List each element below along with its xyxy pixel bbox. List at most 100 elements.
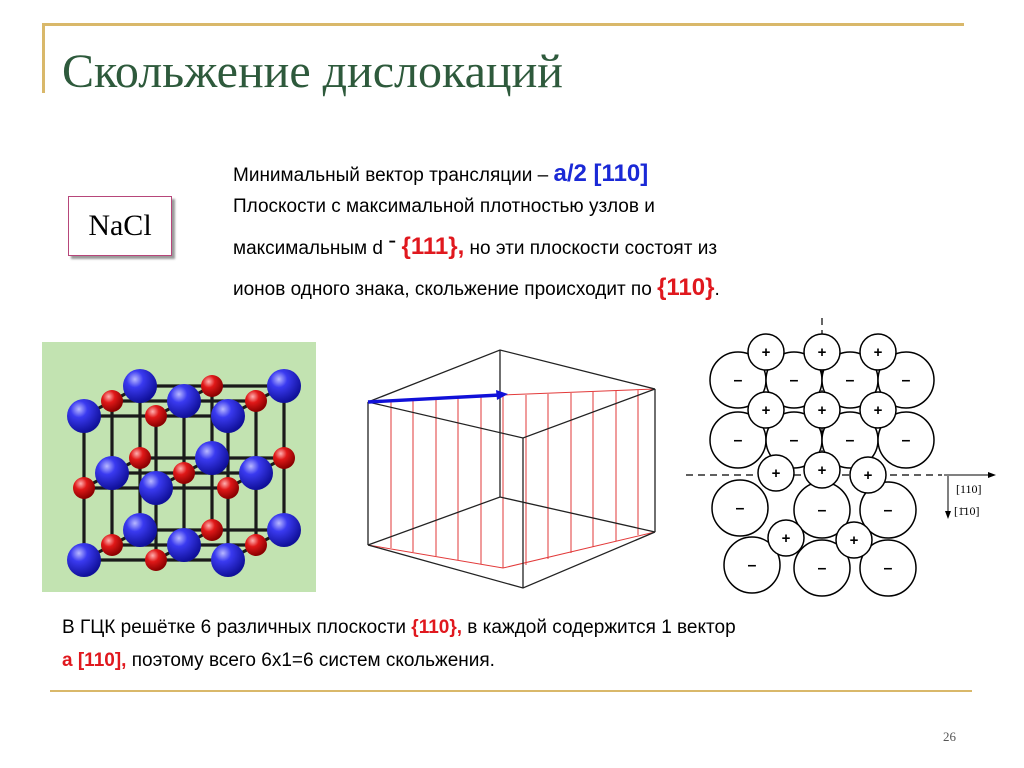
prism-red-bottom (367, 531, 656, 569)
cation-sphere (101, 390, 123, 412)
minus-sign: – (818, 502, 827, 519)
plus-sign: + (864, 467, 873, 484)
text-line-4-suffix: . (714, 279, 720, 300)
anion-sphere (239, 456, 273, 490)
anion-sphere (139, 471, 173, 505)
minus-sign: – (790, 372, 799, 389)
prism-top-front-edges (367, 388, 656, 439)
minus-sign: – (818, 560, 827, 577)
minus-sign: – (790, 432, 799, 449)
text-line-3-suffix: но эти плоскости состоят из (464, 238, 718, 259)
anion-sphere (123, 369, 157, 403)
plus-sign: + (874, 344, 883, 361)
anion-sphere (195, 441, 229, 475)
text-line-4: ионов одного знака, скольжение происходи… (233, 274, 720, 302)
anion-sphere (211, 399, 245, 433)
text-line-2: Плоскости с максимальной плотностью узло… (233, 196, 655, 217)
anion-circle (793, 539, 851, 597)
translation-vector-arrow (367, 393, 501, 404)
plus-sign: + (818, 462, 827, 479)
anion-circle (859, 539, 917, 597)
nacl-label-box: NaCl (68, 196, 172, 256)
cation-sphere (73, 477, 95, 499)
cation-sphere (145, 405, 167, 427)
anion-circle (723, 536, 781, 594)
text-line-3-dash: - (388, 227, 397, 254)
minus-sign: – (734, 432, 743, 449)
minus-sign: – (846, 372, 855, 389)
cation-circle (767, 519, 805, 557)
slip-plane-prism (367, 349, 656, 589)
slide-title: Скольжение дислокаций (62, 45, 563, 98)
direction-label-1bar10: [1̄10] (954, 504, 980, 518)
planes-110: {110} (657, 274, 715, 301)
bottom-rule (50, 690, 972, 692)
anion-circle (859, 481, 917, 539)
anion-sphere (267, 513, 301, 547)
anion-sphere (167, 528, 201, 562)
minus-sign: – (736, 500, 745, 517)
minus-sign: – (748, 557, 757, 574)
caption-line-1-suffix: в каждой содержится 1 вектор (462, 617, 736, 638)
anion-circle (711, 479, 769, 537)
nacl-lattice-drawing (67, 369, 301, 577)
plus-sign: + (818, 402, 827, 419)
plus-sign: + (782, 530, 791, 547)
cation-circle (803, 451, 841, 489)
plus-sign: + (762, 344, 771, 361)
text-line-3-prefix: максимальным d (233, 238, 389, 259)
minus-sign: – (902, 432, 911, 449)
plus-sign: + (762, 402, 771, 419)
anion-sphere (95, 456, 129, 490)
cation-sphere (129, 447, 151, 469)
cation-circle (747, 391, 785, 429)
ion-arrangement-diagram: ––––––––––––––+++++++++++ [110] [1̄10] (686, 318, 996, 597)
translation-vector: a/2 [110] (553, 160, 649, 187)
cation-circle (757, 454, 795, 492)
planes-111: {111}, (401, 233, 465, 260)
caption-line-1: В ГЦК решётке 6 различных плоскости {110… (62, 617, 736, 639)
cation-sphere (245, 534, 267, 556)
text-line-4-prefix: ионов одного знака, скольжение происходи… (233, 279, 658, 300)
anion-circle (877, 411, 935, 469)
direction-arrowhead-1bar10 (945, 511, 951, 519)
cation-sphere (201, 375, 223, 397)
anion-circle (877, 351, 935, 409)
cation-sphere (173, 462, 195, 484)
cation-sphere (201, 519, 223, 541)
minus-sign: – (734, 372, 743, 389)
minus-sign: – (846, 432, 855, 449)
cation-circle (859, 333, 897, 371)
left-rule (42, 23, 45, 93)
text-line-1: Минимальный вектор трансляции – a/2 [110… (233, 160, 648, 188)
plus-sign: + (772, 465, 781, 482)
cation-circle (835, 521, 873, 559)
caption-line-2-suffix: поэтому всего 6х1=6 систем скольжения. (126, 650, 495, 671)
caption-line-1-prefix: В ГЦК решётке 6 различных плоскости (62, 617, 412, 638)
caption-line-2: a [110], поэтому всего 6х1=6 систем скол… (62, 650, 495, 672)
plus-sign: + (850, 532, 859, 549)
cation-sphere (217, 477, 239, 499)
cation-circle (859, 391, 897, 429)
minus-sign: – (902, 372, 911, 389)
minus-sign: – (884, 560, 893, 577)
anion-sphere (167, 384, 201, 418)
text-line-1-prefix: Минимальный вектор трансляции – (233, 165, 554, 186)
cation-sphere (245, 390, 267, 412)
plus-sign: + (874, 402, 883, 419)
cation-sphere (145, 549, 167, 571)
top-rule (42, 23, 964, 26)
direction-label-110: [110] (956, 482, 982, 496)
plus-sign: + (818, 344, 827, 361)
cation-circle (803, 391, 841, 429)
caption-planes-110: {110}, (411, 617, 463, 638)
minus-sign: – (884, 502, 893, 519)
text-line-3: максимальным d - {111}, но эти плоскости… (233, 227, 718, 261)
nacl-lattice-illustration (42, 342, 316, 592)
anion-sphere (67, 543, 101, 577)
prism-bottom-front-edges (367, 531, 656, 589)
anion-sphere (67, 399, 101, 433)
direction-arrowhead-110 (988, 472, 996, 478)
anion-sphere (211, 543, 245, 577)
anion-sphere (123, 513, 157, 547)
